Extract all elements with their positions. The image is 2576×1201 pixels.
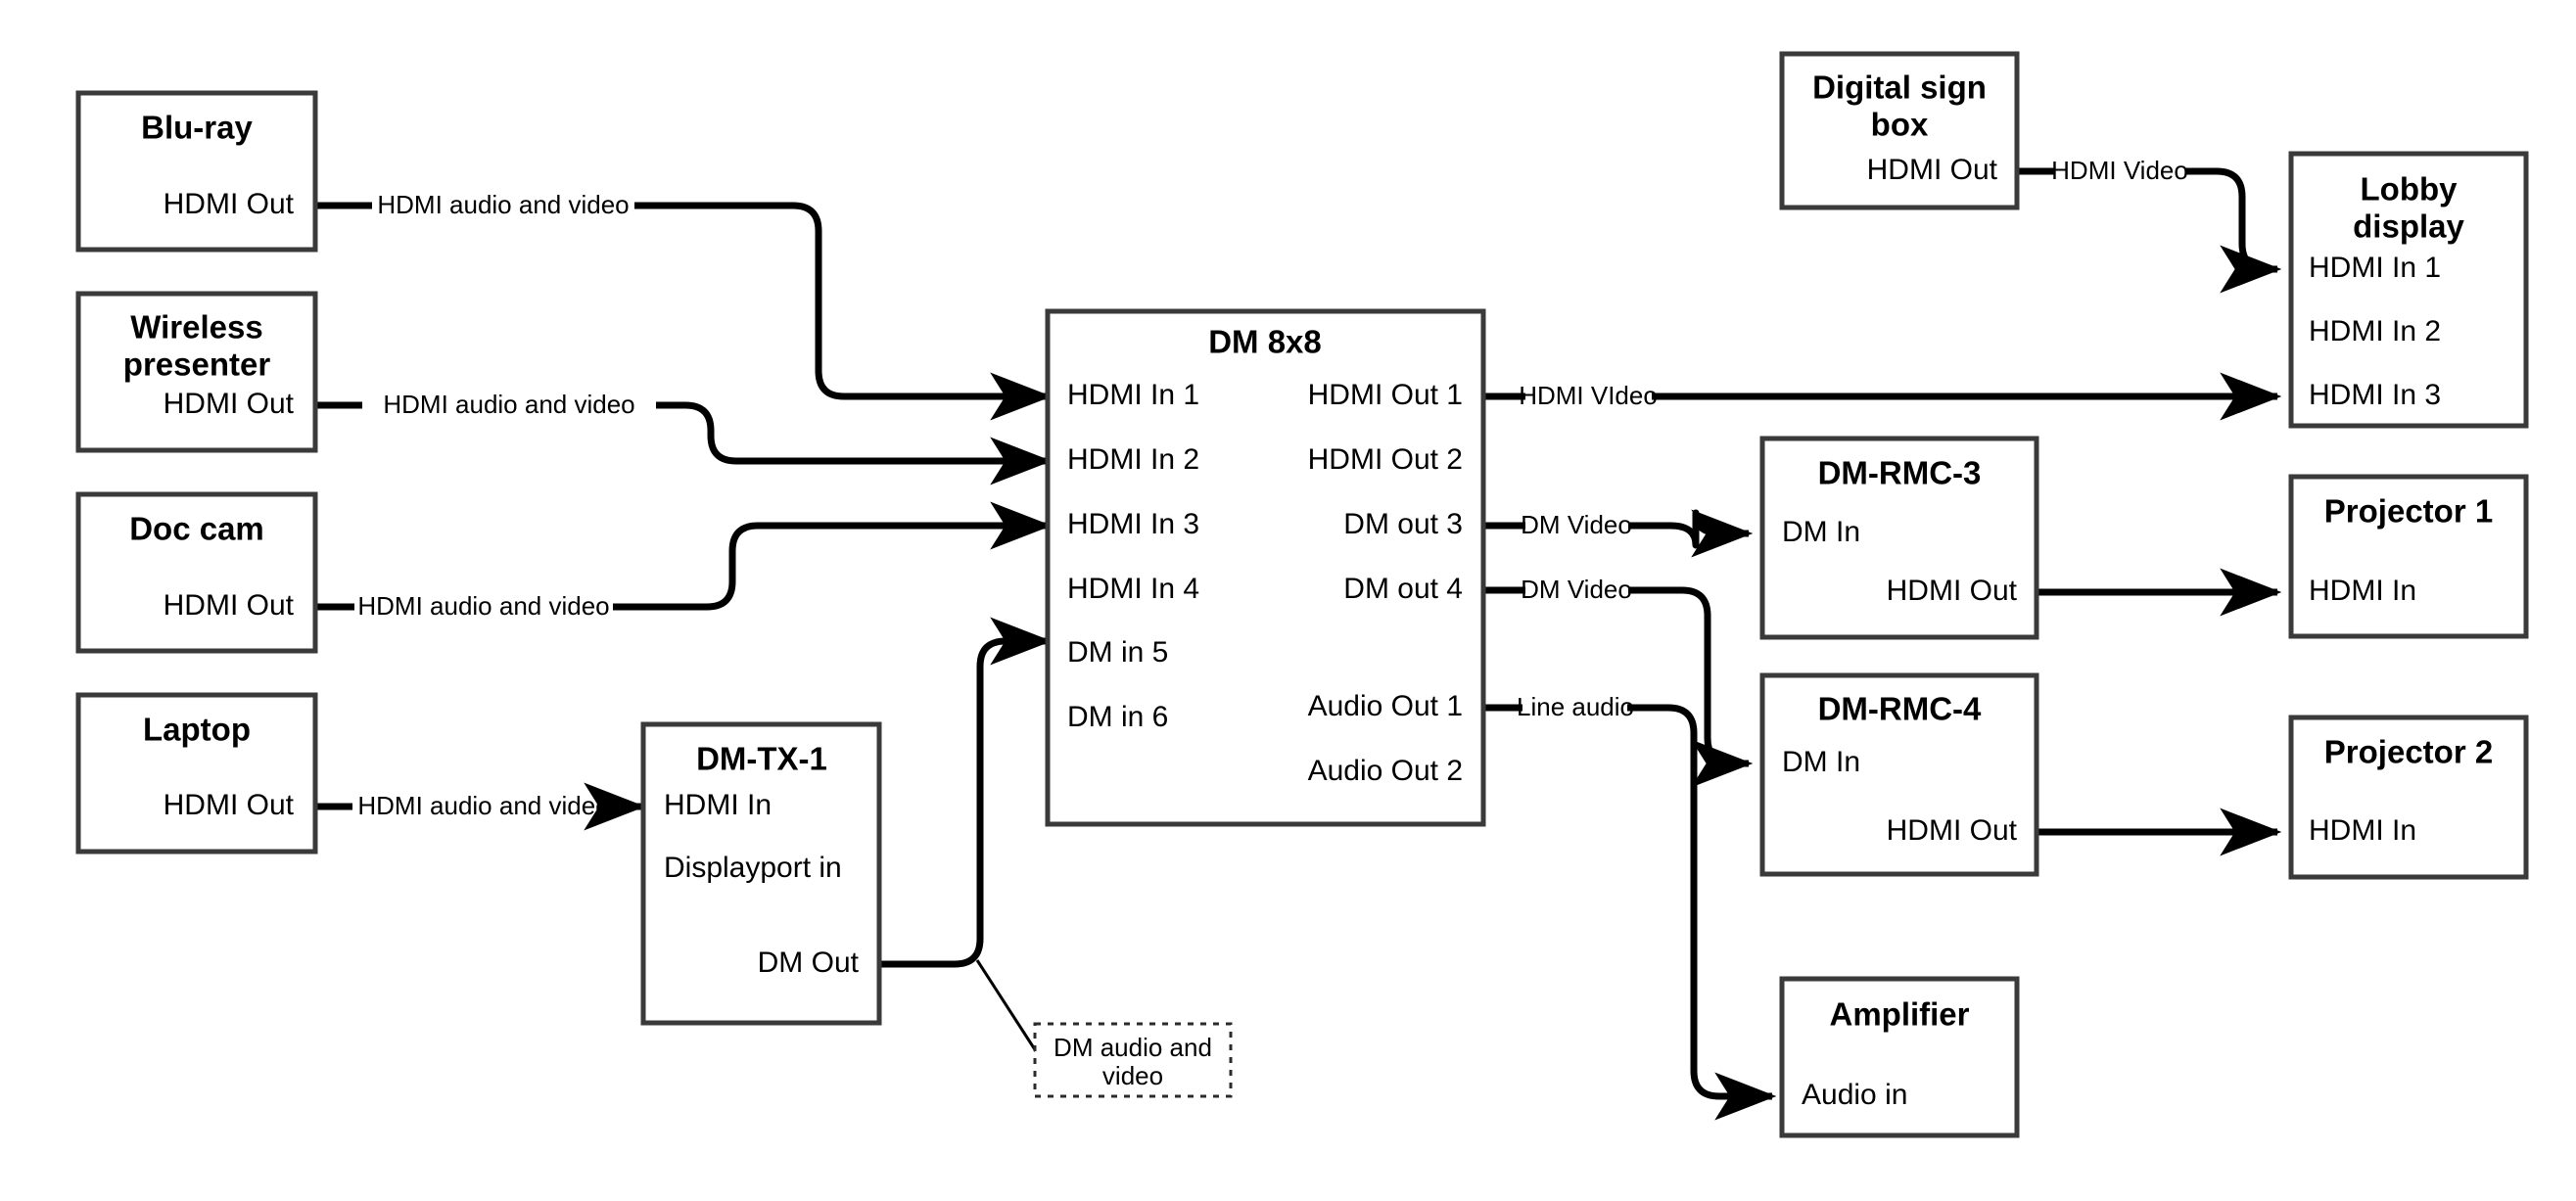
box-projector-2[interactable]: Projector 2 HDMI In [2288, 715, 2529, 880]
box-laptop-port-hdmi-out: HDMI Out [164, 789, 295, 821]
box-bluray-frame [75, 90, 318, 253]
box-projector-2-title: Projector 2 [2324, 734, 2493, 770]
box-wireless-presenter-frame [75, 291, 318, 453]
box-dm-8x8-port-dm-out-3: DM out 3 [1343, 508, 1463, 540]
box-dm-rmc-3-frame [1759, 436, 2039, 640]
box-dm-8x8[interactable]: DM 8x8 HDMI In 1 HDMI In 2 HDMI In 3 HDM… [1045, 308, 1486, 827]
wire-sign-to-lobby [2017, 167, 2277, 269]
box-bluray-port-hdmi-out: HDMI Out [164, 188, 295, 220]
box-lobby-display-title-line2: display [2353, 208, 2464, 245]
box-doc-cam-title: Doc cam [129, 511, 264, 547]
wire-wireless-to-dm8x8 [315, 405, 1048, 461]
box-dm-tx-1-frame [640, 721, 882, 1026]
box-dm-rmc-3[interactable]: DM-RMC-3 DM In HDMI Out [1759, 436, 2039, 640]
wire-label-dm8x8-to-lobby: HDMI VIdeo [1519, 381, 1658, 410]
box-dm-tx-1-port-hdmi-in: HDMI In [664, 789, 772, 821]
wire-label-wireless-to-dm8x8: HDMI audio and video [383, 390, 634, 419]
box-digital-sign-box-title-line2: box [1871, 107, 1929, 143]
box-laptop-title: Laptop [143, 712, 251, 748]
wire-label-doccam-to-dm8x8: HDMI audio and video [357, 591, 609, 621]
box-laptop[interactable]: Laptop HDMI Out [75, 692, 318, 855]
box-dm-8x8-port-hdmi-out-2: HDMI Out 2 [1308, 443, 1463, 476]
box-dm-tx-1-port-dm-out: DM Out [758, 947, 860, 979]
wire-label-bluray-to-dm8x8: HDMI audio and video [377, 190, 629, 219]
wire-dm8x8-to-amp [1483, 704, 1772, 1096]
wire-dmtx1-to-dm8x8 [879, 617, 1053, 968]
box-projector-2-frame [2288, 715, 2529, 880]
box-projector-1-title: Projector 1 [2324, 493, 2493, 530]
box-projector-1[interactable]: Projector 1 HDMI In [2288, 474, 2529, 639]
box-bluray[interactable]: Blu-ray HDMI Out [75, 90, 318, 253]
box-dm-8x8-port-hdmi-in-1: HDMI In 1 [1067, 379, 1199, 411]
box-dm-rmc-4-port-hdmi-out: HDMI Out [1887, 814, 2018, 847]
callout-dm-audio-and-video-line1: DM audio and [1054, 1033, 1212, 1062]
box-dm-rmc-4-port-dm-in: DM In [1782, 746, 1860, 778]
box-doc-cam-port-hdmi-out: HDMI Out [164, 589, 295, 622]
box-laptop-frame [75, 692, 318, 855]
box-dm-8x8-port-hdmi-in-4: HDMI In 4 [1067, 573, 1199, 605]
box-amplifier-title: Amplifier [1829, 996, 1969, 1033]
box-wireless-presenter[interactable]: Wireless presenter HDMI Out [75, 291, 318, 453]
box-digital-sign-box-frame [1779, 51, 2020, 210]
box-dm-rmc-3-port-dm-in: DM In [1782, 516, 1860, 548]
box-dm-rmc-4-title: DM-RMC-4 [1818, 691, 1982, 727]
box-dm-8x8-port-dm-in-6: DM in 6 [1067, 701, 1168, 733]
box-dm-tx-1-title: DM-TX-1 [696, 741, 827, 777]
box-lobby-display[interactable]: Lobby display HDMI In 1 HDMI In 2 HDMI I… [2288, 151, 2529, 429]
wire-label-laptop-to-dmtx1: HDMI audio and video [357, 791, 609, 820]
wire-label-sign-to-lobby: HDMI Video [2051, 156, 2188, 185]
box-lobby-display-frame [2288, 151, 2529, 429]
box-digital-sign-box-title-line1: Digital sign [1812, 69, 1987, 106]
callout-dm-audio-and-video-line2: video [1102, 1061, 1163, 1090]
box-dm-tx-1[interactable]: DM-TX-1 HDMI In Displayport in DM Out [640, 721, 882, 1026]
box-amplifier-port-audio-in: Audio in [1802, 1079, 1907, 1111]
box-dm-rmc-4-frame [1759, 672, 2039, 877]
box-dm-rmc-3-title: DM-RMC-3 [1818, 455, 1982, 491]
box-dm-8x8-port-hdmi-out-1: HDMI Out 1 [1308, 379, 1463, 411]
box-digital-sign-box-port-hdmi-out: HDMI Out [1867, 154, 1998, 186]
wire-dm8x8-to-rmc4 [1483, 586, 1749, 763]
box-projector-1-frame [2288, 474, 2529, 639]
box-amplifier-frame [1779, 976, 2020, 1138]
box-wireless-presenter-port-hdmi-out: HDMI Out [164, 388, 295, 420]
box-bluray-title: Blu-ray [141, 110, 253, 146]
callout-leader-line [975, 959, 1040, 1055]
box-dm-rmc-3-port-hdmi-out: HDMI Out [1887, 575, 2018, 607]
box-digital-sign-box[interactable]: Digital sign box HDMI Out [1779, 51, 2020, 210]
wire-label-dm8x8-to-rmc3: DM Video [1521, 510, 1632, 539]
wire-doccam-to-dm8x8 [315, 526, 1048, 611]
callout-dm-audio-and-video: DM audio and video [1033, 1022, 1233, 1098]
box-wireless-presenter-title-line1: Wireless [130, 309, 262, 346]
box-dm-tx-1-port-displayport-in: Displayport in [664, 852, 842, 884]
box-lobby-display-port-hdmi-in-3: HDMI In 3 [2309, 379, 2441, 411]
box-dm-8x8-port-audio-out-2: Audio Out 2 [1308, 755, 1463, 787]
box-dm-8x8-port-audio-out-1: Audio Out 1 [1308, 690, 1463, 722]
wire-dm8x8-to-rmc3 [1483, 513, 1749, 545]
box-dm-8x8-port-dm-in-5: DM in 5 [1067, 636, 1168, 669]
box-dm-rmc-4[interactable]: DM-RMC-4 DM In HDMI Out [1759, 672, 2039, 877]
box-dm-8x8-port-hdmi-in-2: HDMI In 2 [1067, 443, 1199, 476]
callout-dm-audio-and-video-frame [1033, 1022, 1233, 1098]
wire-bluray-to-dm8x8 [315, 202, 1048, 396]
box-doc-cam-frame [75, 491, 318, 654]
box-projector-1-port-hdmi-in: HDMI In [2309, 575, 2416, 607]
box-amplifier[interactable]: Amplifier Audio in [1779, 976, 2020, 1138]
wire-label-dm8x8-to-amp: Line audio [1517, 692, 1634, 721]
box-lobby-display-port-hdmi-in-2: HDMI In 2 [2309, 315, 2441, 347]
box-dm-8x8-frame [1045, 308, 1486, 827]
wire-label-dm8x8-to-rmc4: DM Video [1521, 575, 1632, 604]
box-lobby-display-port-hdmi-in-1: HDMI In 1 [2309, 252, 2441, 284]
box-projector-2-port-hdmi-in: HDMI In [2309, 814, 2416, 847]
box-wireless-presenter-title-line2: presenter [123, 346, 271, 383]
box-lobby-display-title-line1: Lobby [2361, 171, 2459, 208]
box-dm-8x8-title: DM 8x8 [1208, 324, 1322, 360]
box-doc-cam[interactable]: Doc cam HDMI Out [75, 491, 318, 654]
box-dm-8x8-port-dm-out-4: DM out 4 [1343, 573, 1463, 605]
box-dm-8x8-port-hdmi-in-3: HDMI In 3 [1067, 508, 1199, 540]
